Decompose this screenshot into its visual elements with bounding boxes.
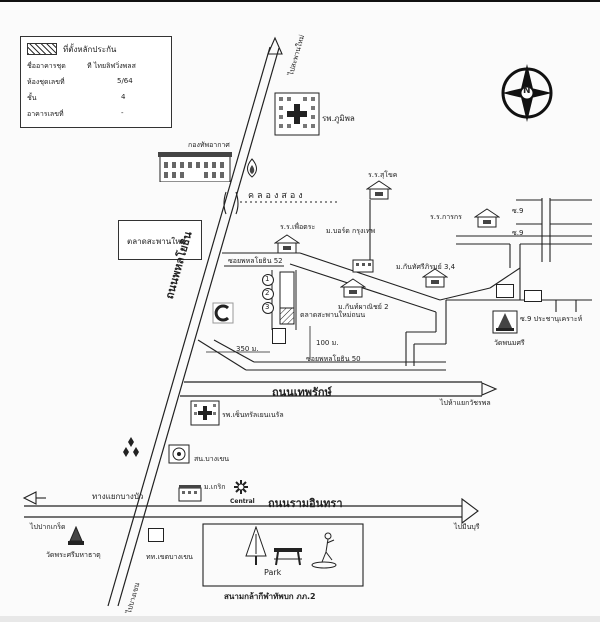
marker-circle-2	[262, 288, 274, 300]
label-dist-350: 350 ม.	[236, 345, 259, 353]
marker-circle-2-label: 2	[265, 289, 270, 297]
label-stadium: สนามกล้ากีฬาทัพบก ภภ.2	[224, 592, 316, 601]
bench-icon	[272, 546, 304, 566]
label-soi-9: ซ.9	[512, 207, 524, 215]
label-new-market: ตลาดสะพานใหม่	[127, 237, 186, 246]
building-icon-small	[148, 528, 164, 542]
label-school-b: ร.ร.การกร	[430, 213, 462, 221]
marker-circle-1-label: 1	[265, 275, 270, 283]
temple-icon	[492, 310, 518, 334]
label-soi-9b: ซ.9	[512, 229, 524, 237]
label-central-mall: Central	[230, 498, 255, 505]
person-icon	[310, 530, 338, 570]
label-thepharak: ถนนเทพรักษ์	[272, 386, 332, 399]
label-khlong-song: คลองสอง	[248, 191, 306, 201]
legend-row-label: ชั้น	[27, 94, 37, 102]
house-icon	[473, 208, 501, 228]
label-school-a: ร.ร.สุโขค	[368, 171, 398, 179]
marker-circle-3	[262, 302, 274, 314]
legend-box: ที่ตั้งหลักประกัน ชื่ออาคารชุด ที ไทยลิฟ…	[20, 36, 172, 128]
legend-row-value: 5/64	[117, 77, 133, 85]
label-bhumibol: รพ.ภูมิพล	[322, 114, 355, 123]
label-bang-khen-intersection: ทางแยกบางบัว	[92, 492, 144, 501]
label-mega-school: ทท.เขตบางเขน	[146, 553, 193, 561]
legend-row-value: ที ไทยลิฟวิ่งพลส	[87, 62, 136, 70]
park-frame	[202, 523, 364, 587]
marker-circle-1	[262, 274, 274, 286]
road-soi-50	[197, 339, 247, 371]
label-village-34: ม.กันทัศรีภิรมย์ 3,4	[396, 263, 456, 271]
label-dist-100: 100 ม.	[316, 339, 339, 347]
label-soi-50: ซอยพหลโยธิน 50	[306, 355, 361, 363]
label-wat-right: วัดพนมศรี	[494, 339, 525, 347]
central-logo-icon	[228, 478, 254, 500]
new-market-box: ตลาดสะพานใหม่	[118, 220, 202, 260]
label-to-samut-prakan: ไปห้าแยกวัชรพล	[440, 399, 491, 407]
arrow-north-icon	[267, 36, 283, 55]
label-macro: ม.เกริก	[204, 483, 226, 491]
arrow-west-icon	[22, 491, 37, 505]
compass-north-label: N	[523, 86, 531, 96]
label-soi52-school: ร.ร.เพื่อตระ	[280, 223, 316, 231]
hospital-icon	[274, 92, 320, 136]
road-phaholyothin	[117, 47, 280, 607]
label-park: Park	[264, 568, 282, 577]
house-icon	[365, 180, 393, 200]
down-arrow-icon	[272, 328, 286, 344]
c-logo-icon	[212, 302, 234, 324]
sign-icon	[496, 284, 514, 298]
flame-icon	[244, 158, 260, 178]
legend-row-label: อาคารเลขที่	[27, 110, 64, 118]
label-ramintra: ถนนรามอินทรา	[268, 497, 343, 510]
bottom-bar	[0, 616, 600, 622]
airforce-building-icon	[158, 150, 232, 183]
diamond-logo-icon	[120, 436, 142, 458]
house-icon	[273, 234, 301, 254]
legend-row-value: 4	[121, 93, 126, 101]
label-market-road: ตลาดสะพานใหม่ถนน	[300, 311, 366, 319]
legend-title: ที่ตั้งหลักประกัน	[63, 45, 117, 54]
police-icon	[168, 444, 190, 464]
sign-icon-2	[524, 290, 542, 302]
legend-row-label: ห้องชุดเลขที่	[27, 78, 65, 86]
marker-circle-3-label: 3	[265, 303, 270, 311]
arrow-east-icon-2	[461, 497, 479, 525]
house-icon	[421, 268, 449, 288]
label-to-min-buri: ไปมีนบุรี	[454, 523, 480, 531]
legend-swatch	[27, 43, 57, 55]
label-to-pak-kret: ไปปากเกร็ด	[30, 523, 66, 531]
compass-icon: N	[498, 56, 556, 132]
label-village-2: ม.กันท์ผาณิชย์ 2	[338, 303, 389, 311]
legend-row-value: -	[121, 109, 124, 117]
label-temple: วัดพระศรีมหาธาตุ	[46, 551, 101, 559]
temple-icon-2	[66, 525, 86, 546]
tree-icon	[244, 525, 268, 566]
arrow-east-icon	[481, 382, 498, 396]
label-soi-prachanukulkrao: ซ.9 ประชานุเคราะห์	[520, 315, 583, 323]
label-airforce: กองทัพอากาศ	[188, 141, 230, 149]
village-building-icon	[352, 258, 374, 273]
house-icon	[339, 278, 367, 298]
hospital-icon-2	[190, 400, 220, 426]
legend-row-label: ชื่ออาคารชุด	[27, 62, 66, 70]
label-police: สน.บางเขน	[194, 455, 230, 463]
school-building-icon	[178, 484, 202, 502]
label-bangkok-village: ม.บอร์ด กรุงเทพ	[326, 227, 376, 235]
label-soi-52: ซอยพหลโยธิน 52	[228, 257, 283, 265]
label-central-hospital: รพ.เซ็นทรัลเยนเนรัล	[222, 411, 284, 419]
